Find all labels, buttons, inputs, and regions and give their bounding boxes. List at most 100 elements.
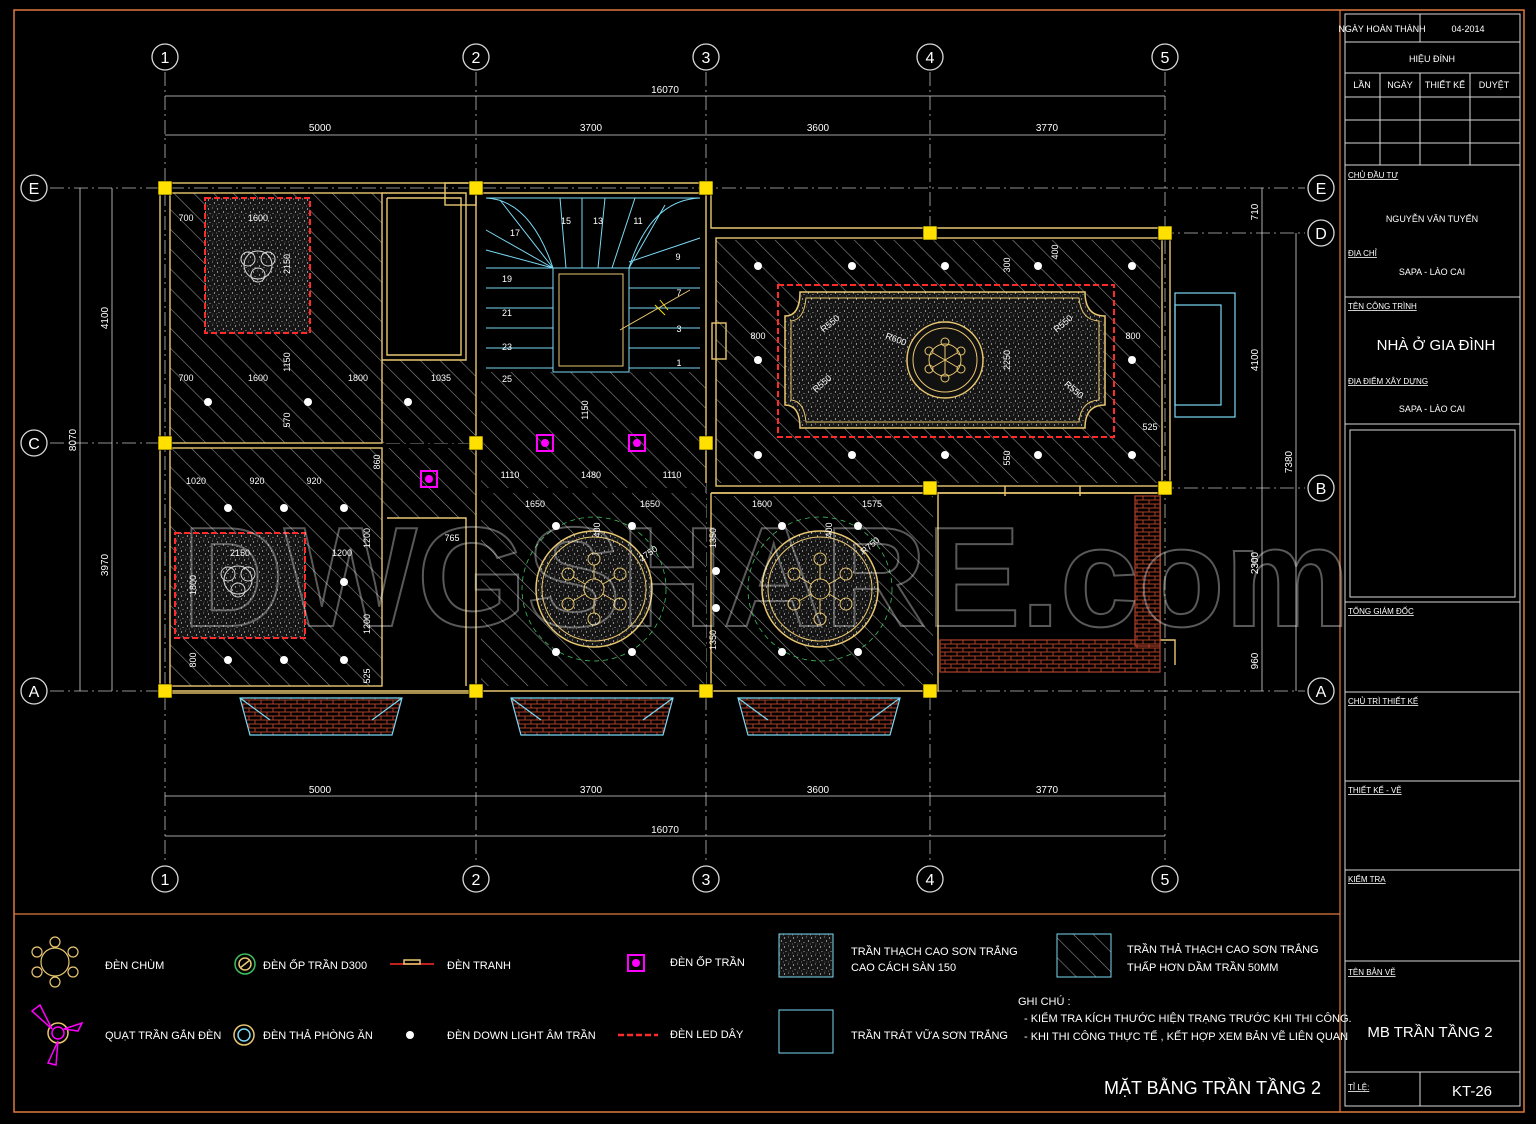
label-mid-1150: 1150 [580, 400, 590, 419]
label-bm-1600: 1600 [752, 499, 772, 509]
axis-4-bottom: 4 [926, 872, 935, 889]
title-block-texts: NGÀY HOÀN THÀNH 04-2014 HIỆU ĐÍNH LẦN NG… [1338, 24, 1509, 1100]
label-r-300: 300 [1002, 257, 1012, 272]
dim-right-part-4: 2300 [1250, 551, 1261, 574]
label-bl-1800: 1800 [188, 575, 198, 595]
stair-step-9: 9 [675, 252, 680, 262]
tb-project-name: NHÀ Ở GIA ĐÌNH [1377, 336, 1496, 354]
dim-left-part-2: 3970 [100, 553, 111, 576]
dim-span-1-bottom: 5000 [309, 785, 332, 796]
label-tl-1035: 1035 [431, 373, 451, 383]
tb-drawing-name-label: TÊN BẢN VẼ [1348, 968, 1396, 977]
axis-D-right: D [1315, 226, 1327, 243]
legend-pendant: ĐÈN THẢ PHÒNG ĂN [263, 1029, 373, 1042]
staircase [485, 197, 701, 373]
balconies [239, 292, 1236, 736]
sheet-frame [13, 9, 1525, 1113]
label-tl-1600b: 1600 [248, 373, 268, 383]
label-bl-1020: 1020 [186, 476, 206, 486]
tb-site-value: SAPA - LÀO CAI [1399, 404, 1465, 414]
label-bl-765: 765 [444, 533, 459, 543]
tb-check: KIỂM TRA [1348, 875, 1386, 884]
title-block [1344, 13, 1521, 1107]
label-r-800b: 800 [1125, 331, 1140, 341]
downlight-legend-icon [406, 1031, 414, 1039]
axis-1-top: 1 [161, 50, 170, 67]
tb-scale-label: TỈ LỆ: [1348, 1083, 1369, 1092]
note-1: - KIỂM TRA KÍCH THƯỚC HIỆN TRẠNG TRƯỚC K… [1024, 1012, 1352, 1025]
legend-ceiling-d300: ĐÈN ỐP TRẦN D300 [263, 958, 367, 972]
axis-5-bottom: 5 [1161, 872, 1170, 889]
label-tl-1800: 1800 [348, 373, 368, 383]
dim-span-4-bottom: 3770 [1036, 785, 1059, 796]
ceiling-light-legend-icon [627, 954, 645, 972]
label-bl-2150: 2150 [230, 548, 250, 558]
dim-total-top: 16070 [651, 85, 679, 96]
watermark: DWGSHARE.com [182, 498, 1350, 657]
label-mid-1110b: 1110 [663, 470, 682, 480]
dimension-lines [79, 95, 1297, 837]
tb-date-value: 04-2014 [1451, 24, 1484, 34]
drop-ceiling-legend-swatch [1056, 933, 1112, 978]
tb-director: TỔNG GIÁM ĐỐC [1348, 606, 1414, 616]
tb-rev-col-4: DUYỆT [1479, 80, 1510, 90]
dim-span-2-bottom: 3700 [580, 785, 603, 796]
fan-legend-icon [30, 1003, 84, 1066]
dim-right-part-5: 960 [1250, 652, 1261, 669]
dim-right-part-3: 7380 [1284, 450, 1295, 473]
label-r-2250: 2250 [1002, 350, 1012, 370]
label-r-525: 525 [1142, 422, 1157, 432]
label-bm-1575: 1575 [862, 499, 882, 509]
stair-step-13: 13 [593, 216, 603, 226]
legend-drop-2: THẤP HƠN DẦM TRẦN 50MM [1127, 961, 1278, 974]
tb-rev-col-2: NGÀY [1387, 80, 1413, 90]
plaster-legend-swatch [778, 1009, 834, 1054]
label-bm-1350a: 1350 [708, 528, 718, 548]
notes-title: GHI CHÚ : [1018, 995, 1071, 1008]
label-tl-570: 570 [282, 412, 292, 427]
dim-right-part-1: 710 [1250, 203, 1261, 220]
label-r-800a: 800 [750, 331, 765, 341]
stair-step-23: 23 [502, 342, 512, 352]
legend-led: ĐÈN LED DÂY [670, 1028, 744, 1041]
stair-numbers: 17 15 13 11 9 19 21 23 25 7 3 1 [502, 216, 682, 384]
stair-step-11: 11 [633, 216, 642, 226]
tb-drawing-name: MB TRẦN TẦNG 2 [1367, 1024, 1492, 1041]
columns [157, 180, 1173, 699]
axis-3-top: 3 [702, 50, 711, 67]
stair-step-3: 3 [676, 324, 681, 334]
label-mid-1650a: 1650 [525, 499, 545, 509]
tb-owner-name: NGUYỄN VĂN TUYẾN [1386, 213, 1478, 224]
stair-step-7: 7 [676, 288, 681, 298]
legend-gypsum-2: CAO CÁCH SÀN 150 [851, 961, 956, 974]
tb-address-label: ĐỊA CHỈ [1348, 249, 1378, 258]
legend-downlight: ĐÈN DOWN LIGHT ÂM TRẦN [447, 1029, 596, 1042]
dim-span-4-top: 3770 [1036, 123, 1059, 134]
tb-chief-design: CHỦ TRÌ THIẾT KẾ [1348, 696, 1418, 706]
label-bl-920: 920 [249, 476, 264, 486]
tb-sheet-no: KT-26 [1452, 1083, 1492, 1100]
stair-step-1: 1 [676, 358, 681, 368]
dim-span-1-top: 5000 [309, 123, 332, 134]
axis-B-right: B [1316, 481, 1327, 498]
label-bl-1200b: 1200 [332, 548, 352, 558]
tb-owner-label: CHỦ ĐẦU TƯ [1348, 170, 1398, 180]
label-tl-2150: 2150 [282, 254, 292, 274]
label-bm-400: 400 [824, 522, 834, 537]
tb-address-value: SAPA - LÀO CAI [1399, 267, 1465, 277]
axis-2-bottom: 2 [472, 872, 481, 889]
label-r-400: 400 [1050, 244, 1060, 259]
tb-rev-col-3: THIẾT KẾ [1425, 80, 1465, 90]
picture-light-legend-icon [390, 959, 434, 965]
label-bl-1200c: 1200 [362, 614, 372, 634]
label-bm-1350b: 1350 [708, 630, 718, 650]
axis-5-top: 5 [1161, 50, 1170, 67]
label-bl-1200a: 1200 [362, 528, 372, 548]
axis-A-right: A [1316, 684, 1327, 701]
stair-step-25: 25 [502, 374, 512, 384]
dim-left-part-1: 4100 [100, 306, 111, 329]
tb-draw: THIẾT KẾ - VẼ [1348, 785, 1402, 795]
axis-1-bottom: 1 [161, 872, 170, 889]
label-mid-400: 400 [592, 522, 602, 537]
